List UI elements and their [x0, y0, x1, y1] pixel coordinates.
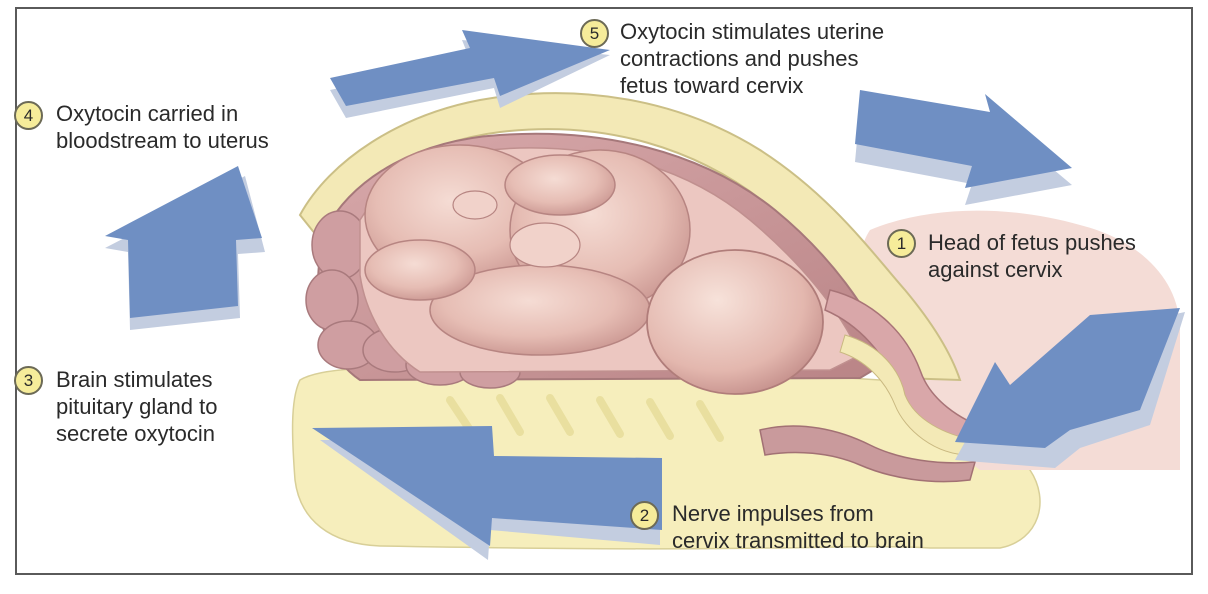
- step-2-line-2: cervix transmitted to brain: [672, 528, 924, 553]
- step-2-label: Nerve impulses from cervix transmitted t…: [672, 500, 924, 554]
- step-3-badge: 3: [14, 366, 43, 395]
- feedback-loop-arrow: [312, 426, 662, 560]
- step-2-line-1: Nerve impulses from: [672, 501, 874, 526]
- step-4-line-1: Oxytocin carried in: [56, 101, 239, 126]
- step-1-line-1: Head of fetus pushes: [928, 230, 1136, 255]
- step-5-line-1: Oxytocin stimulates uterine: [620, 19, 885, 44]
- step-5-label: Oxytocin stimulates uterine contractions…: [620, 18, 884, 99]
- feedback-loop-arrow: [855, 90, 1072, 205]
- fetus: [364, 144, 824, 395]
- step-5-line-2: contractions and pushes: [620, 46, 859, 71]
- step-3-line-2: pituitary gland to: [56, 394, 218, 419]
- feedback-arrows: [105, 30, 1185, 560]
- step-1-badge: 1: [887, 229, 916, 258]
- feedback-loop-arrow: [105, 166, 265, 330]
- step-1-label: Head of fetus pushes against cervix: [928, 229, 1136, 283]
- step-1-line-2: against cervix: [928, 257, 1063, 282]
- pelvic-stripes: [446, 394, 724, 442]
- feedback-loop-arrow: [330, 30, 610, 118]
- step-4-line-2: bloodstream to uterus: [56, 128, 269, 153]
- step-4-badge: 4: [14, 101, 43, 130]
- step-3-label: Brain stimulates pituitary gland to secr…: [56, 366, 217, 447]
- step-5-line-3: fetus toward cervix: [620, 73, 804, 98]
- feedback-loop-arrow: [955, 308, 1185, 468]
- step-3-line-1: Brain stimulates: [56, 367, 213, 392]
- step-3-line-3: secrete oxytocin: [56, 421, 215, 446]
- fetus-head: [646, 249, 824, 395]
- step-5-badge: 5: [580, 19, 609, 48]
- step-4-label: Oxytocin carried in bloodstream to uteru…: [56, 100, 269, 154]
- step-2-badge: 2: [630, 501, 659, 530]
